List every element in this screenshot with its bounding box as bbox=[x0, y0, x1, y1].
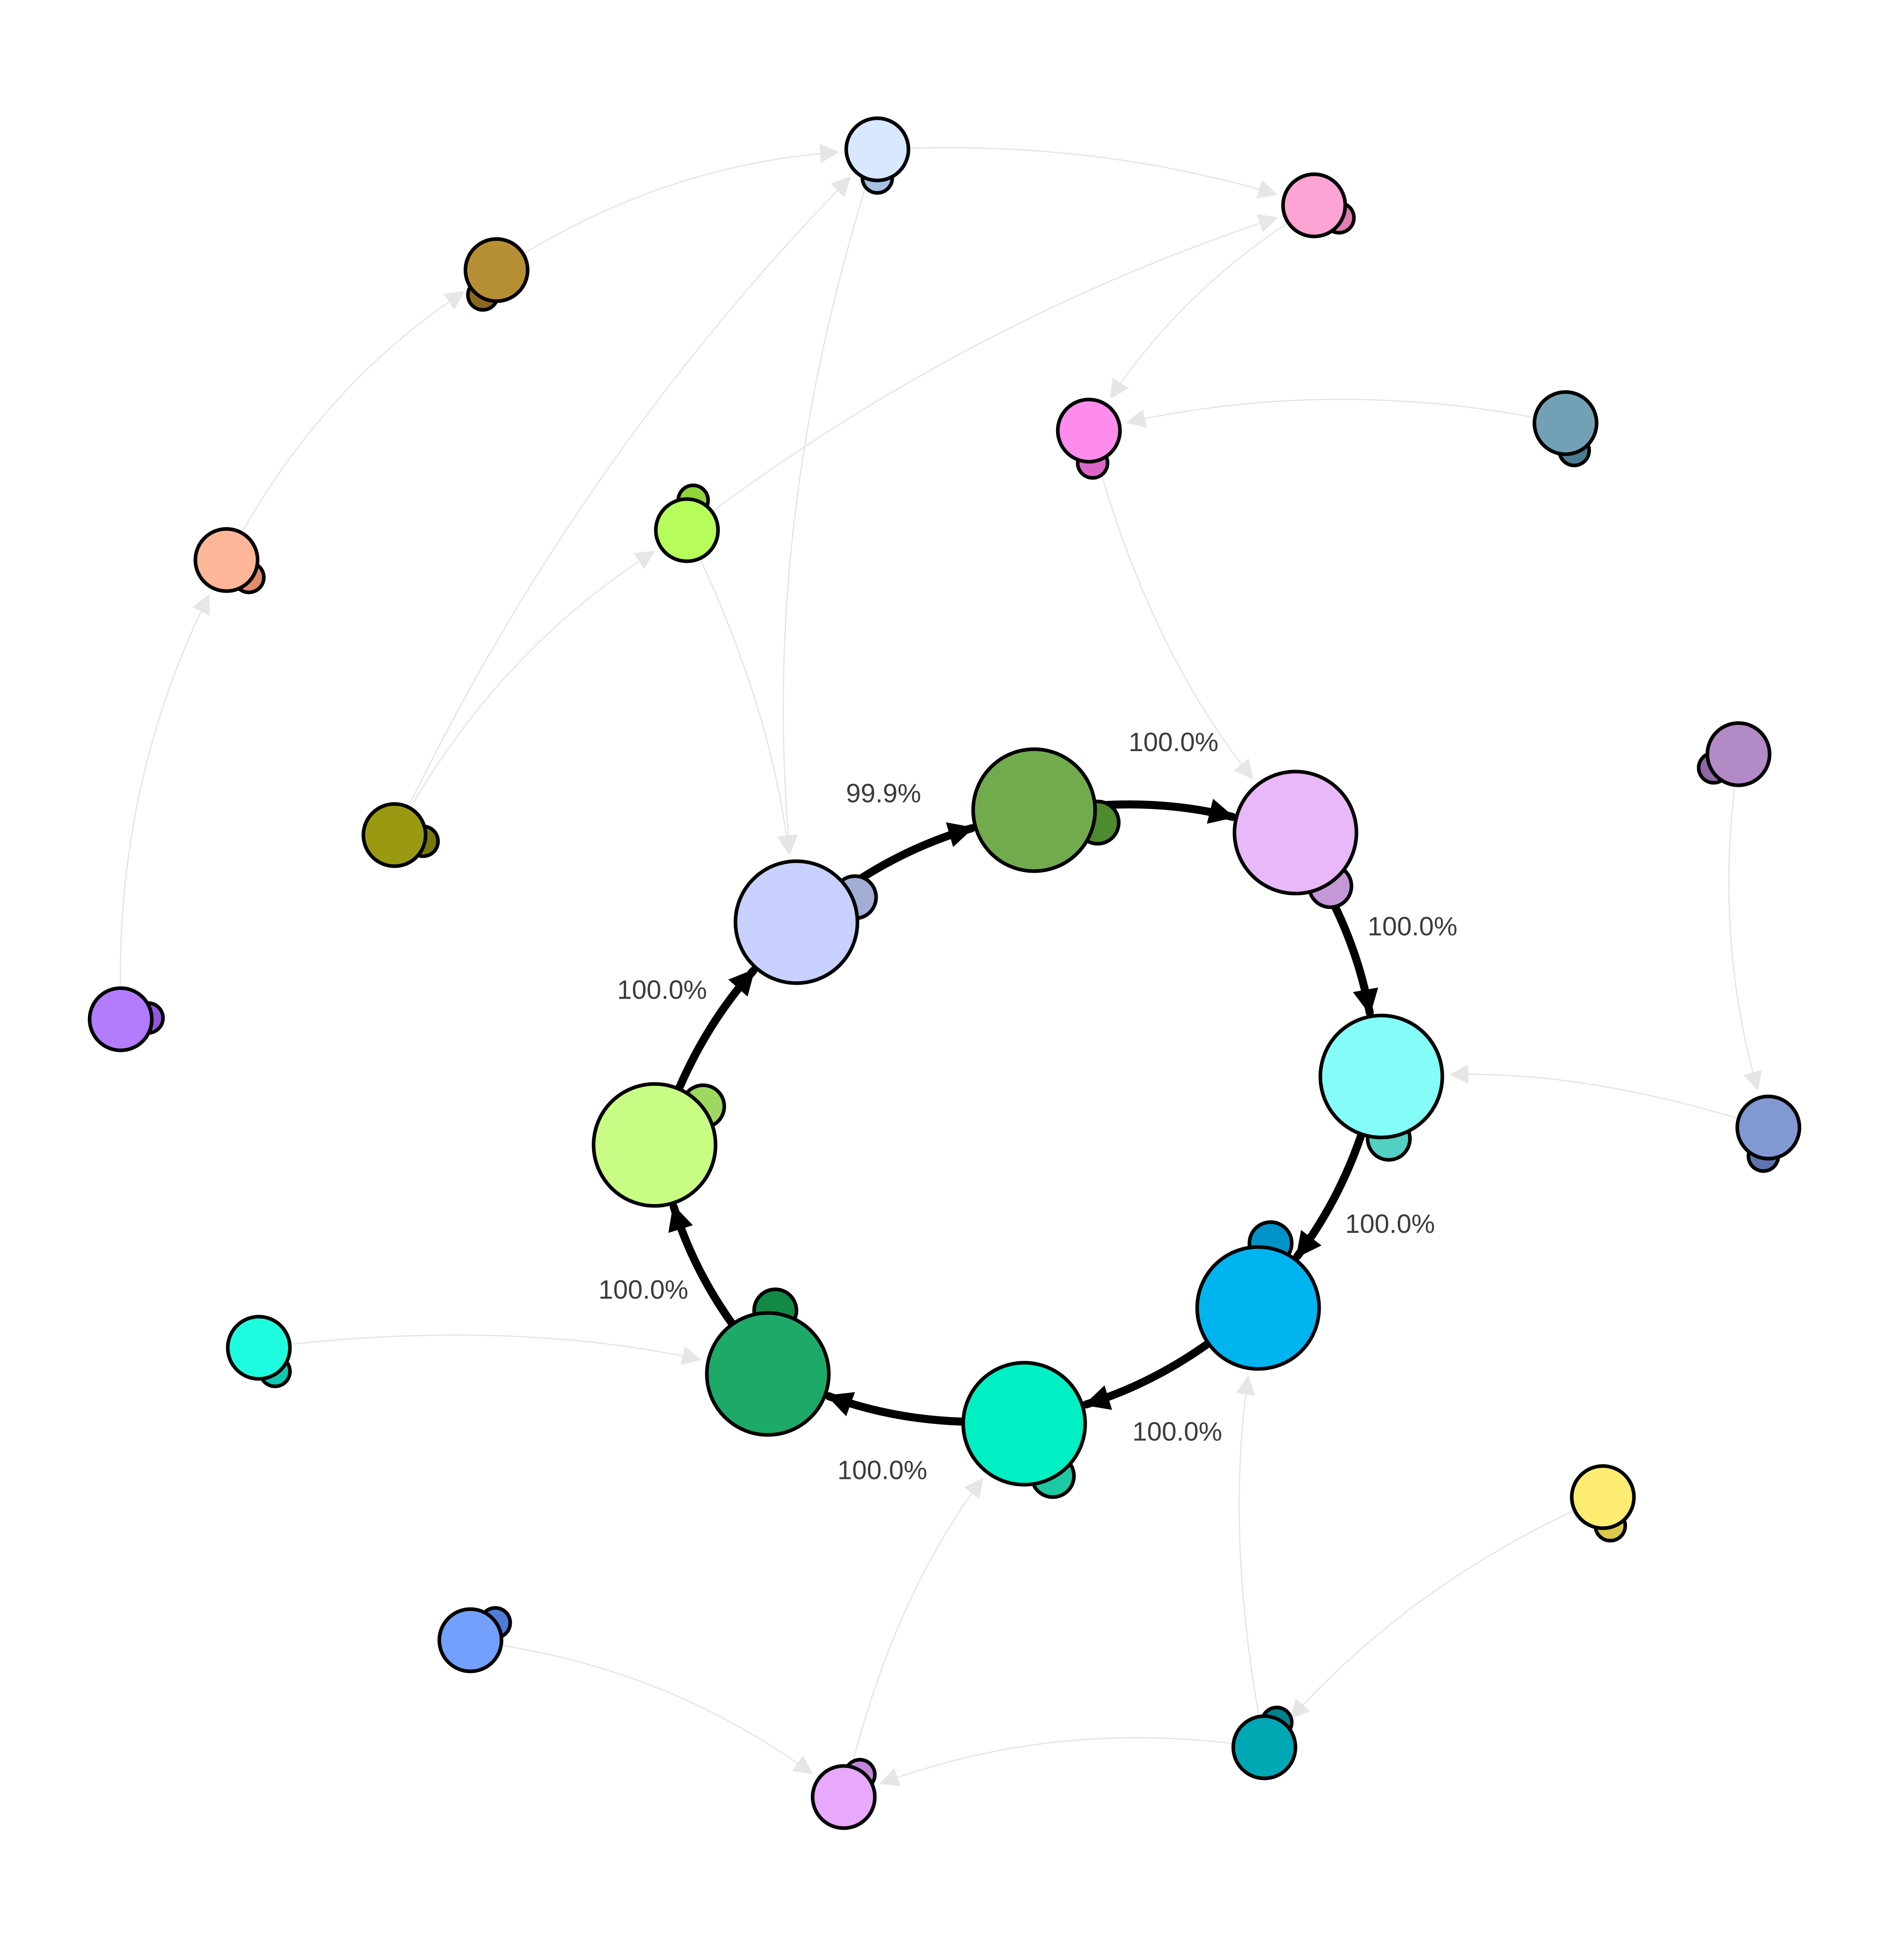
node-c8[interactable] bbox=[592, 1082, 726, 1208]
node-c3[interactable] bbox=[1232, 770, 1358, 909]
node-o-teal-circle[interactable] bbox=[1231, 1714, 1297, 1780]
nodes-layer bbox=[88, 116, 1802, 1830]
faint-edge-o-magenta-to-c3 bbox=[1097, 462, 1253, 780]
node-c2[interactable] bbox=[971, 747, 1121, 873]
faint-edge-o-pink-top-to-o-magenta bbox=[1110, 223, 1287, 399]
faint-edge-o-lime-to-c1 bbox=[700, 560, 796, 855]
edge-label-c6-to-c7: 100.0% bbox=[837, 1455, 927, 1485]
node-o-lilac-circle[interactable] bbox=[1705, 721, 1772, 787]
node-o-yellow[interactable] bbox=[1570, 1464, 1636, 1543]
edge-label-c2-to-c3: 100.0% bbox=[1128, 727, 1218, 757]
node-o-top-circle[interactable] bbox=[844, 116, 910, 182]
cycle-edge-c5-to-c6 bbox=[1082, 1340, 1212, 1410]
node-o-purple-circle[interactable] bbox=[88, 986, 154, 1052]
node-o-slate[interactable] bbox=[1532, 390, 1599, 467]
faint-edge-o-periwinkle-to-c4 bbox=[1449, 1064, 1737, 1119]
node-o-aqua[interactable] bbox=[226, 1315, 292, 1388]
node-c1[interactable] bbox=[733, 859, 878, 985]
edge-label-c7-to-c8: 100.0% bbox=[599, 1275, 688, 1304]
faint-edge-o-lime-to-o-pink-top bbox=[713, 214, 1278, 511]
node-o-orchid-circle[interactable] bbox=[810, 1764, 877, 1830]
node-o-peach-circle[interactable] bbox=[193, 527, 260, 593]
faint-edge-o-lilac-to-o-periwinkle bbox=[1728, 787, 1762, 1091]
edge-label-c8-to-c1: 100.0% bbox=[617, 975, 707, 1004]
edge-label-c4-to-c5: 100.0% bbox=[1345, 1209, 1435, 1238]
node-o-peach[interactable] bbox=[193, 527, 266, 595]
faint-edge-o-slate-to-o-magenta bbox=[1126, 399, 1533, 428]
node-o-brown[interactable] bbox=[463, 237, 529, 312]
node-o-slate-circle[interactable] bbox=[1532, 390, 1599, 456]
node-o-olive-circle[interactable] bbox=[361, 802, 428, 868]
node-c3-circle[interactable] bbox=[1232, 770, 1358, 896]
faint-edge-o-teal-to-c5 bbox=[1236, 1375, 1259, 1715]
node-c2-circle[interactable] bbox=[971, 747, 1097, 873]
faint-edges-layer bbox=[120, 144, 1762, 1786]
faint-edge-o-brown-to-o-top bbox=[525, 144, 840, 253]
node-o-periwinkle-circle[interactable] bbox=[1735, 1094, 1802, 1161]
faint-edge-o-top-to-c1 bbox=[778, 181, 868, 855]
edge-label-c1-to-c2: 99.9% bbox=[846, 778, 921, 808]
node-c5[interactable] bbox=[1195, 1220, 1321, 1371]
faint-edge-o-teal-to-o-orchid bbox=[879, 1737, 1231, 1786]
node-o-pink-top-circle[interactable] bbox=[1281, 172, 1347, 238]
faint-edge-o-orchid-to-c6 bbox=[851, 1478, 984, 1765]
node-o-blue[interactable] bbox=[437, 1606, 512, 1673]
node-o-periwinkle[interactable] bbox=[1735, 1094, 1802, 1173]
node-c4[interactable] bbox=[1318, 1014, 1444, 1162]
node-o-blue-circle[interactable] bbox=[437, 1607, 503, 1673]
faint-edge-o-purple-to-o-peach bbox=[120, 594, 210, 986]
node-o-yellow-circle[interactable] bbox=[1570, 1464, 1636, 1530]
node-c5-circle[interactable] bbox=[1195, 1245, 1321, 1371]
node-o-lime-circle[interactable] bbox=[654, 497, 720, 563]
node-c6[interactable] bbox=[961, 1361, 1087, 1499]
faint-edge-o-peach-to-o-brown bbox=[242, 291, 465, 532]
node-c7-circle[interactable] bbox=[705, 1311, 831, 1437]
faint-edge-o-aqua-to-c7 bbox=[292, 1334, 702, 1365]
node-o-lilac[interactable] bbox=[1697, 721, 1772, 787]
cycle-edge-c8-to-c1 bbox=[675, 967, 758, 1092]
cycle-edge-c4-to-c5 bbox=[1293, 1131, 1366, 1260]
node-o-top[interactable] bbox=[844, 116, 910, 195]
node-c7[interactable] bbox=[705, 1287, 831, 1437]
node-o-olive[interactable] bbox=[361, 802, 440, 868]
cycle-edge-c7-to-c8 bbox=[668, 1203, 736, 1328]
node-o-magenta-circle[interactable] bbox=[1056, 397, 1122, 464]
node-o-lime[interactable] bbox=[654, 483, 720, 563]
cycle-edge-c2-to-c3 bbox=[1091, 798, 1236, 824]
faint-edge-o-yellow-to-o-teal bbox=[1290, 1511, 1573, 1719]
node-o-aqua-circle[interactable] bbox=[226, 1315, 292, 1381]
faint-edge-o-top-to-o-pink-top bbox=[910, 147, 1278, 199]
node-o-magenta[interactable] bbox=[1056, 397, 1122, 480]
node-c1-circle[interactable] bbox=[733, 859, 859, 985]
node-o-teal[interactable] bbox=[1231, 1705, 1297, 1780]
node-o-purple[interactable] bbox=[88, 986, 165, 1052]
faint-edge-o-blue-to-o-orchid bbox=[503, 1645, 813, 1775]
cycle-edge-c6-to-c7 bbox=[825, 1392, 967, 1426]
node-o-pink-top[interactable] bbox=[1281, 172, 1356, 238]
edge-label-c3-to-c4: 100.0% bbox=[1368, 911, 1458, 941]
node-c4-circle[interactable] bbox=[1318, 1014, 1444, 1139]
node-c8-circle[interactable] bbox=[592, 1082, 717, 1208]
faint-edge-o-olive-to-o-lime bbox=[411, 550, 655, 807]
faint-edge-o-olive-to-o-top bbox=[409, 176, 851, 805]
node-o-orchid[interactable] bbox=[810, 1758, 877, 1830]
node-o-brown-circle[interactable] bbox=[463, 237, 529, 303]
edge-label-c5-to-c6: 100.0% bbox=[1132, 1417, 1222, 1446]
node-c6-circle[interactable] bbox=[961, 1361, 1087, 1487]
edge-labels-layer: 99.9% 100.0% 100.0% 100.0% 100.0% 100.0% 100.0… bbox=[599, 727, 1458, 1485]
